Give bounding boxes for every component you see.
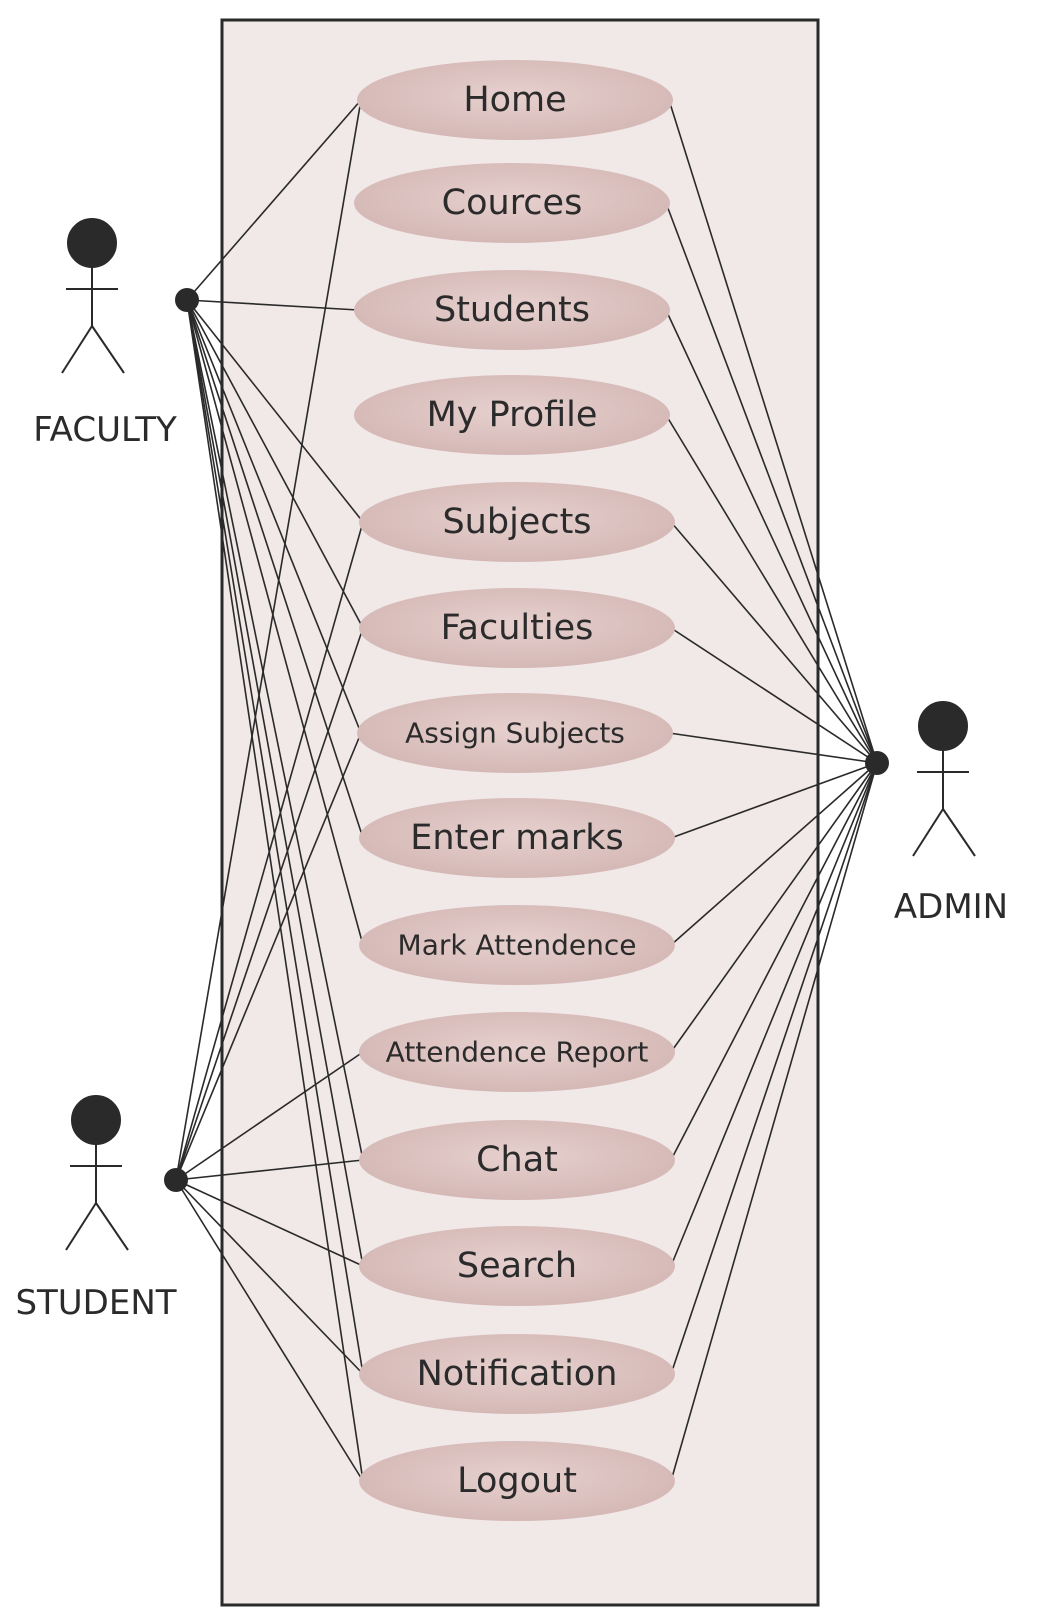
association-faculty-search bbox=[186, 299, 364, 1267]
use-case-label: Search bbox=[457, 1246, 577, 1286]
stick-figure-icon bbox=[912, 701, 976, 857]
use-case-ellipse bbox=[354, 375, 670, 455]
association-admin-search bbox=[670, 762, 878, 1267]
use-case-cources: Cources bbox=[354, 163, 670, 243]
use-case-label: Chat bbox=[476, 1140, 558, 1180]
use-case-ellipse bbox=[357, 693, 673, 773]
use-case-ellipse bbox=[359, 1334, 675, 1414]
association-student-chat bbox=[175, 1159, 364, 1181]
actor-student: STUDENT bbox=[15, 1095, 188, 1323]
association-faculty-subjects bbox=[186, 299, 364, 523]
association-faculty-faculties bbox=[186, 299, 364, 629]
association-admin-home bbox=[668, 99, 878, 764]
use-case-faculties: Faculties bbox=[359, 588, 675, 668]
use-case-label: Notification bbox=[417, 1354, 618, 1394]
association-admin-my-profile bbox=[665, 414, 878, 764]
use-case-ellipse bbox=[359, 798, 675, 878]
association-admin-attendence-report bbox=[670, 762, 878, 1053]
actor-label: STUDENT bbox=[15, 1283, 176, 1323]
association-admin-chat bbox=[670, 762, 878, 1161]
use-case-logout: Logout bbox=[359, 1441, 675, 1521]
use-case-ellipse bbox=[359, 482, 675, 562]
association-student-assign-subjects bbox=[175, 732, 362, 1181]
use-case-label: Home bbox=[463, 80, 566, 120]
use-case-ellipse bbox=[354, 163, 670, 243]
use-case-label: Enter marks bbox=[410, 818, 624, 858]
use-case-ellipse bbox=[357, 60, 673, 140]
actor-connector-dot bbox=[164, 1168, 188, 1192]
association-faculty-mark-attendence bbox=[186, 299, 364, 946]
actor-connector-dot bbox=[865, 751, 889, 775]
use-case-ellipse bbox=[359, 1012, 675, 1092]
use-case-label: My Profile bbox=[427, 395, 598, 435]
use-case-enter-marks: Enter marks bbox=[359, 798, 675, 878]
use-case-ellipse bbox=[359, 588, 675, 668]
use-case-label: Attendence Report bbox=[386, 1036, 649, 1069]
association-admin-subjects bbox=[670, 521, 878, 764]
association-admin-faculties bbox=[670, 627, 878, 764]
association-faculty-notification bbox=[186, 299, 364, 1375]
use-case-assign-subjects: Assign Subjects bbox=[357, 693, 673, 773]
association-faculty-enter-marks bbox=[186, 299, 364, 839]
association-admin-cources bbox=[665, 202, 878, 764]
use-case-ellipse bbox=[359, 1120, 675, 1200]
association-admin-mark-attendence bbox=[670, 762, 878, 946]
actor-label: FACULTY bbox=[33, 410, 177, 450]
use-case-label: Mark Attendence bbox=[398, 929, 637, 962]
association-admin-logout bbox=[670, 762, 878, 1482]
use-case-mark-attendence: Mark Attendence bbox=[359, 905, 675, 985]
association-faculty-assign-subjects bbox=[186, 299, 362, 734]
association-lines bbox=[175, 99, 878, 1482]
use-case-label: Subjects bbox=[442, 502, 591, 542]
actor-connector-dot bbox=[175, 288, 199, 312]
association-faculty-home bbox=[186, 99, 362, 301]
association-student-search bbox=[175, 1179, 364, 1267]
association-student-logout bbox=[175, 1179, 364, 1482]
association-admin-enter-marks bbox=[670, 762, 878, 839]
association-admin-students bbox=[665, 309, 878, 764]
stick-figure-icon bbox=[61, 218, 125, 374]
use-case-label: Logout bbox=[457, 1461, 577, 1501]
association-student-attendence-report bbox=[175, 1051, 364, 1181]
stick-figure-icon bbox=[65, 1095, 129, 1251]
association-faculty-students bbox=[186, 299, 359, 311]
actor-faculty: FACULTY bbox=[33, 218, 199, 450]
use-case-chat: Chat bbox=[359, 1120, 675, 1200]
use-case-search: Search bbox=[359, 1226, 675, 1306]
use-case-ellipse bbox=[359, 1226, 675, 1306]
association-student-notification bbox=[175, 1179, 364, 1375]
use-case-ellipse bbox=[354, 270, 670, 350]
use-case-home: Home bbox=[357, 60, 673, 140]
association-student-home bbox=[175, 99, 362, 1181]
use-case-label: Faculties bbox=[441, 608, 594, 648]
use-case-attendence-report: Attendence Report bbox=[359, 1012, 675, 1092]
use-case-subjects: Subjects bbox=[359, 482, 675, 562]
association-admin-notification bbox=[670, 762, 878, 1375]
use-case-notification: Notification bbox=[359, 1334, 675, 1414]
use-case-my-profile: My Profile bbox=[354, 375, 670, 455]
association-faculty-logout bbox=[186, 299, 364, 1482]
association-student-subjects bbox=[175, 521, 364, 1181]
use-case-students: Students bbox=[354, 270, 670, 350]
use-case-label: Assign Subjects bbox=[405, 717, 625, 750]
use-case-label: Cources bbox=[442, 183, 583, 223]
association-student-faculties bbox=[175, 627, 364, 1181]
actor-label: ADMIN bbox=[894, 887, 1008, 927]
association-faculty-chat bbox=[186, 299, 364, 1161]
use-case-ellipse bbox=[359, 905, 675, 985]
actor-admin: ADMIN bbox=[865, 701, 1008, 927]
use-case-ellipse bbox=[359, 1441, 675, 1521]
association-admin-assign-subjects bbox=[668, 732, 878, 764]
actors: FACULTY STUDENT ADMIN bbox=[15, 218, 1008, 1323]
use-case-label: Students bbox=[434, 290, 590, 330]
